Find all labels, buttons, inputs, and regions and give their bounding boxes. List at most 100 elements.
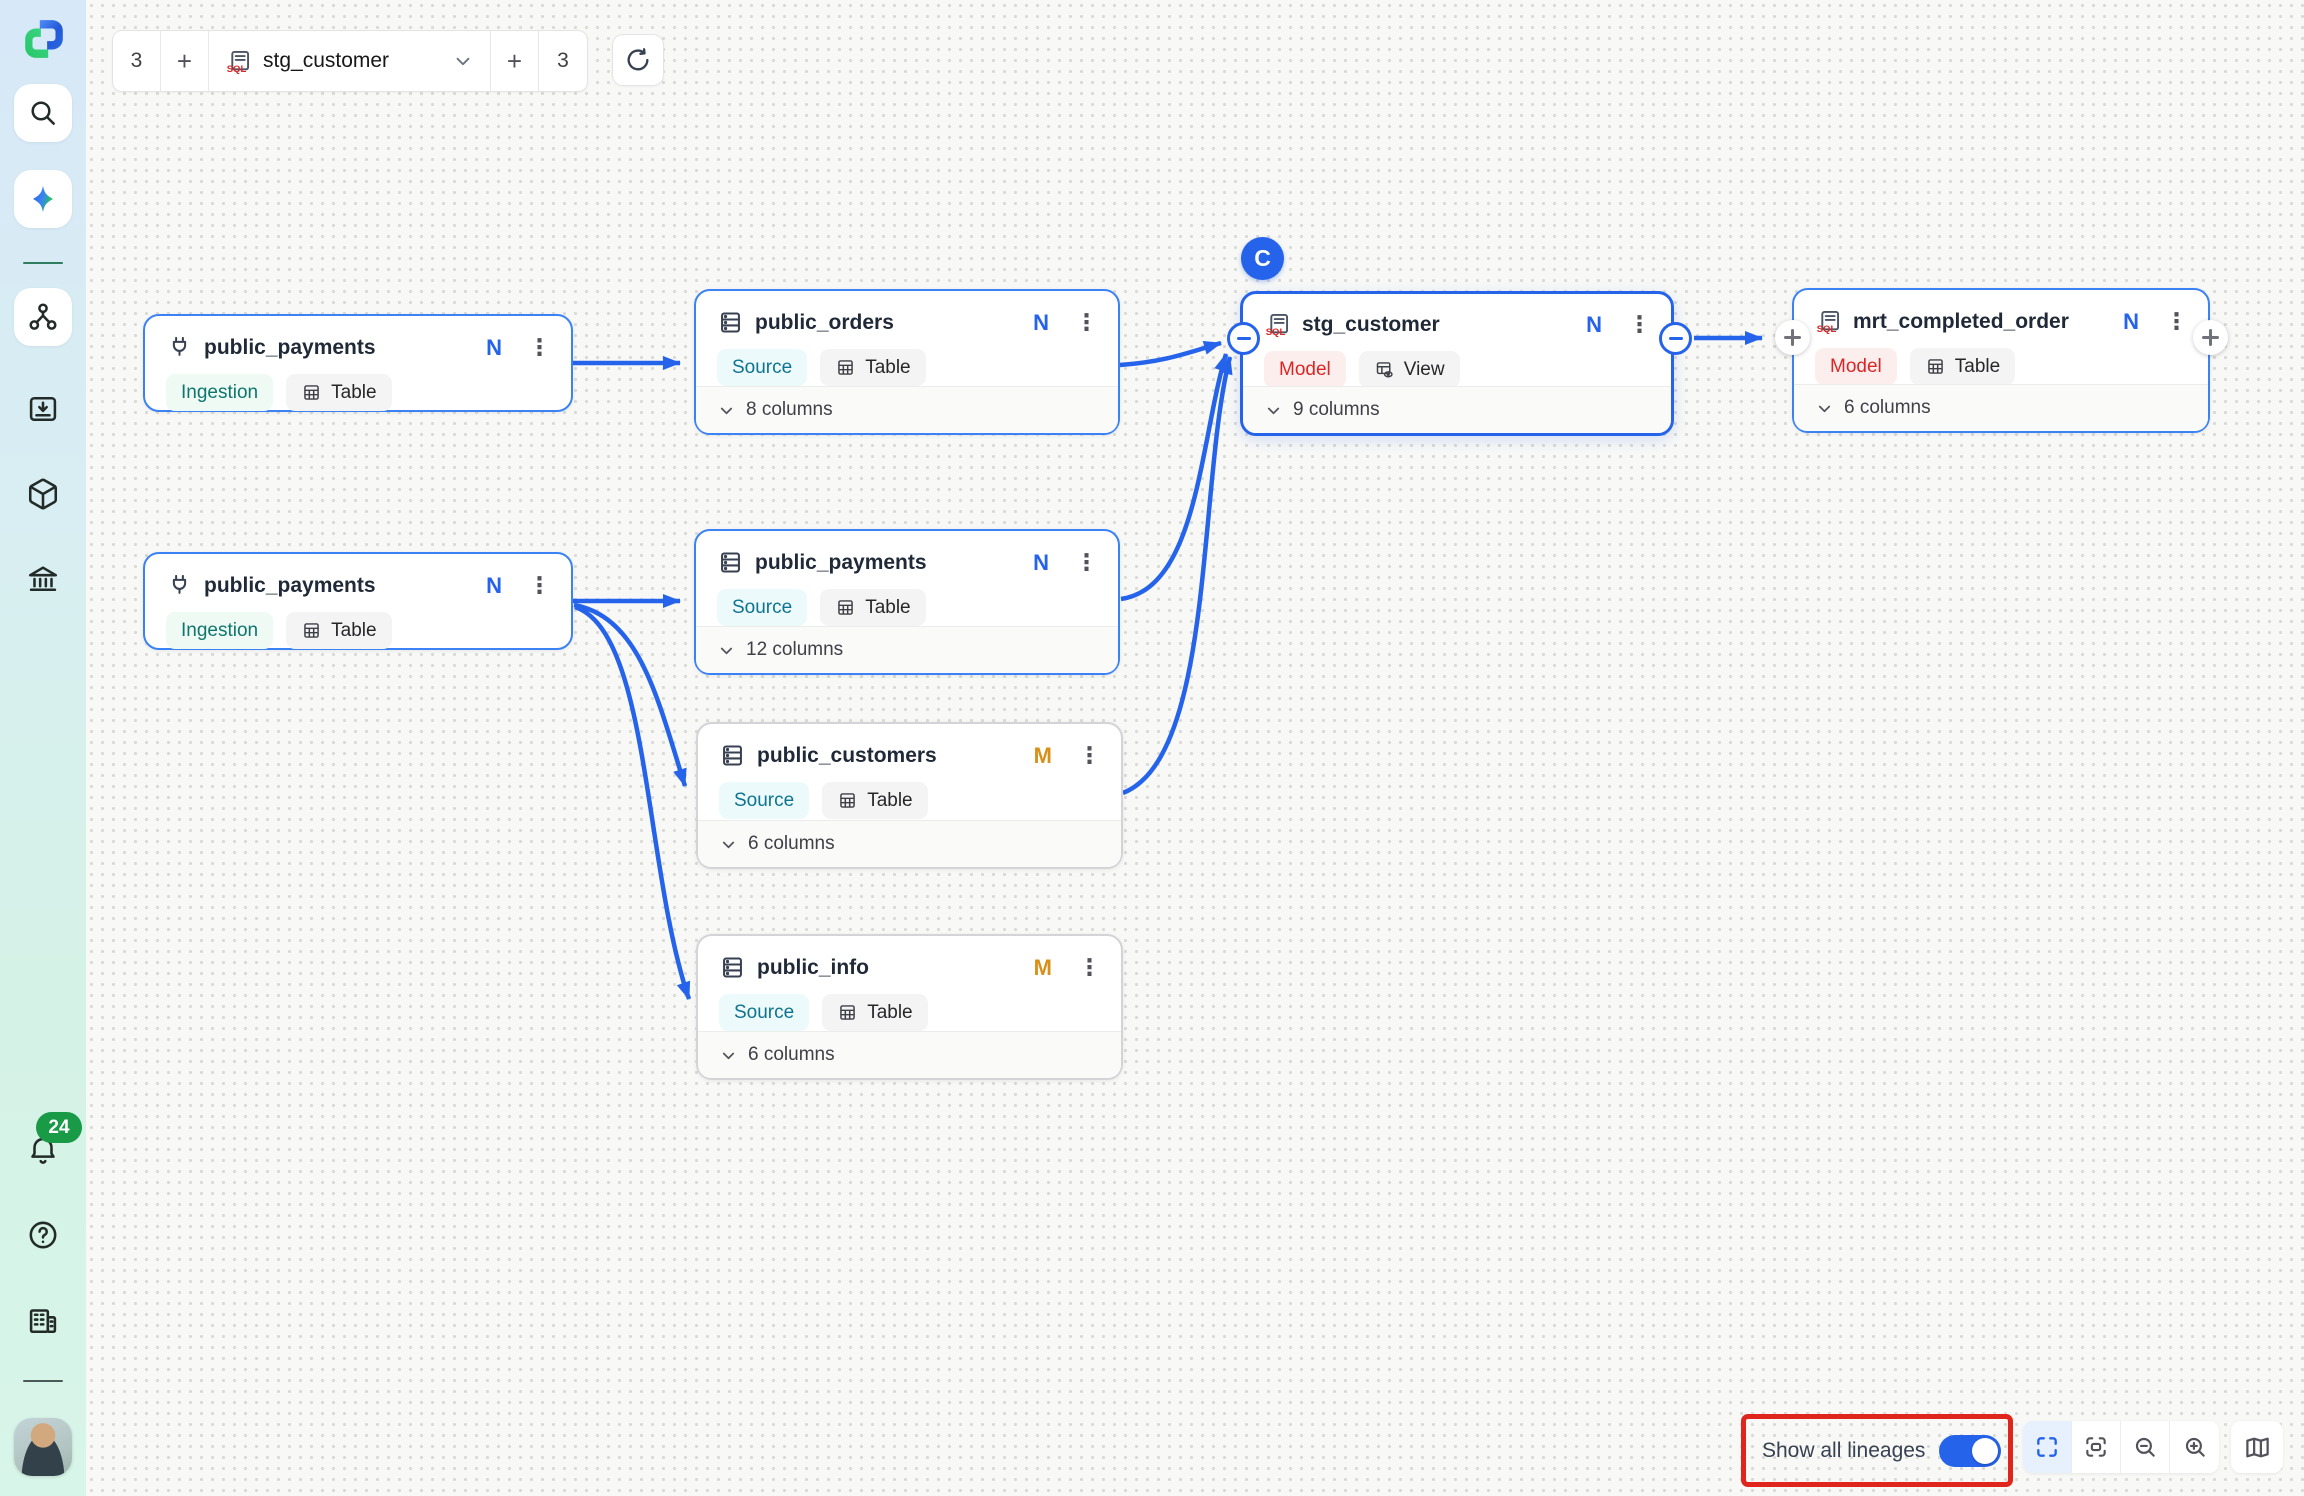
svg-text:SQL: SQL <box>1266 327 1286 338</box>
node-title: public_payments <box>755 550 927 574</box>
columns-expander[interactable]: 6 columns <box>698 1031 1121 1078</box>
show-all-lineages-label: Show all lineages <box>1762 1438 1926 1462</box>
edge-orders-to-stg[interactable] <box>1119 340 1222 368</box>
refresh-button[interactable] <box>612 34 664 86</box>
plug-icon <box>172 336 187 356</box>
node-title: public_info <box>757 955 869 979</box>
columns-expander[interactable]: 9 columns <box>1243 386 1671 433</box>
app-logo-icon[interactable] <box>21 16 67 62</box>
zoom-out-icon <box>2135 1437 2155 1457</box>
kebab-menu-icon[interactable]: ⋮ <box>528 572 551 598</box>
kebab-menu-icon[interactable]: ⋮ <box>1075 549 1098 575</box>
tag-ingestion: Ingestion <box>166 374 274 411</box>
columns-expander[interactable]: 6 columns <box>1794 384 2208 431</box>
zoom-out-button[interactable] <box>2121 1421 2170 1473</box>
upstream-depth-value[interactable]: 3 <box>113 31 161 91</box>
tag-table: Table <box>820 349 926 386</box>
edge-customers-to-stg[interactable] <box>1122 356 1233 796</box>
view-icon <box>1376 362 1393 378</box>
node-public-info[interactable]: public_info M ⋮ Source Table 6 columns <box>696 934 1123 1080</box>
node-title: public_payments <box>204 573 376 597</box>
table-icon <box>840 1005 856 1020</box>
node-selector-dropdown[interactable]: SQL stg_customer <box>209 31 491 91</box>
collapse-upstream-handle[interactable] <box>1227 322 1260 355</box>
table-icon <box>304 623 319 638</box>
node-public-orders[interactable]: public_orders N ⋮ Source Table 8 columns <box>694 289 1120 435</box>
sidebar-item-packages[interactable] <box>22 473 64 515</box>
fit-view-button[interactable] <box>2072 1421 2121 1473</box>
svg-text:SQL: SQL <box>227 64 247 75</box>
node-status-letter: N <box>486 334 502 360</box>
columns-expander[interactable]: 6 columns <box>698 820 1121 867</box>
sidebar-item-lineage[interactable] <box>14 288 72 346</box>
node-mrt-completed-order[interactable]: SQL mrt_completed_order N ⋮ Model Table … <box>1792 288 2210 433</box>
plug-icon <box>172 574 187 594</box>
kebab-menu-icon[interactable]: ⋮ <box>1078 954 1101 980</box>
edge-pp2-to-info[interactable] <box>574 604 692 1000</box>
kebab-menu-icon[interactable]: ⋮ <box>1075 309 1098 335</box>
minimap-button[interactable] <box>2231 1421 2283 1473</box>
user-avatar[interactable] <box>14 1418 72 1476</box>
tag-view: View <box>1358 351 1460 388</box>
kebab-menu-icon[interactable]: ⋮ <box>2165 308 2188 334</box>
sparkle-icon <box>33 185 53 213</box>
kebab-menu-icon[interactable]: ⋮ <box>1628 311 1651 337</box>
sql-model-icon: SQL <box>227 50 250 75</box>
columns-expander[interactable]: 8 columns <box>696 386 1118 433</box>
columns-expander[interactable]: 12 columns <box>696 626 1118 673</box>
database-rows-icon <box>723 745 742 766</box>
expand-downstream-handle[interactable] <box>2193 320 2228 355</box>
refresh-icon <box>627 48 649 71</box>
minus-icon <box>1668 337 1683 340</box>
sidebar-item-imports[interactable] <box>22 388 64 430</box>
node-title: mrt_completed_order <box>1853 309 2069 333</box>
kebab-menu-icon[interactable]: ⋮ <box>528 334 551 360</box>
sidebar-item-warehouse[interactable] <box>22 558 64 600</box>
node-public-payments-source[interactable]: public_payments N ⋮ Source Table 12 colu… <box>694 529 1120 675</box>
node-title: public_orders <box>755 310 894 334</box>
show-all-lineages-toggle[interactable] <box>1939 1434 2002 1467</box>
database-rows-icon <box>723 957 742 978</box>
chevron-down-icon <box>1818 405 1831 412</box>
node-status-letter: N <box>486 572 502 598</box>
lineage-canvas[interactable] <box>86 0 2304 1496</box>
download-tray-icon <box>29 396 57 422</box>
node-title: public_payments <box>204 335 376 359</box>
upstream-depth-increase-button[interactable]: + <box>161 31 209 91</box>
sidebar-item-help[interactable] <box>22 1214 64 1256</box>
sidebar-divider-bottom <box>23 1380 63 1382</box>
lineage-depth-toolbar: 3 + SQL stg_customer + 3 <box>112 30 588 92</box>
tag-source: Source <box>717 349 808 386</box>
node-public-payments-1[interactable]: public_payments N ⋮ Ingestion Table <box>143 314 573 412</box>
collapse-downstream-handle[interactable] <box>1659 322 1692 355</box>
node-stg-customer[interactable]: SQL stg_customer N ⋮ Model View 9 column… <box>1240 291 1674 436</box>
kebab-menu-icon[interactable]: ⋮ <box>1078 742 1101 768</box>
map-icon <box>2245 1437 2269 1457</box>
sidebar-item-organization[interactable] <box>22 1300 64 1342</box>
edge-payments-to-stg[interactable] <box>1120 353 1229 602</box>
downstream-depth-increase-button[interactable]: + <box>491 31 539 91</box>
context-badge: C <box>1241 237 1284 280</box>
fullscreen-button[interactable] <box>2023 1421 2072 1473</box>
node-status-letter: N <box>1033 309 1049 335</box>
node-public-payments-2[interactable]: public_payments N ⋮ Ingestion Table <box>143 552 573 650</box>
sidebar-item-ai-assistant[interactable] <box>14 170 72 228</box>
node-public-customers[interactable]: public_customers M ⋮ Source Table 6 colu… <box>696 722 1123 869</box>
node-status-letter: M <box>1033 954 1052 980</box>
tag-table: Table <box>820 589 926 626</box>
downstream-depth-value[interactable]: 3 <box>557 49 569 72</box>
zoom-in-icon <box>2185 1437 2205 1457</box>
chevron-down-icon <box>720 647 733 654</box>
table-icon <box>840 793 856 808</box>
chevron-down-icon <box>1267 407 1280 414</box>
edge-pp2-to-customers[interactable] <box>573 602 688 787</box>
node-status-letter: N <box>1033 549 1049 575</box>
zoom-in-button[interactable] <box>2170 1421 2219 1473</box>
show-all-lineages-annotation: Show all lineages <box>1741 1414 2013 1487</box>
expand-upstream-handle[interactable] <box>1775 320 1810 355</box>
tag-table: Table <box>286 374 392 411</box>
sidebar-item-search[interactable] <box>14 84 72 142</box>
sql-model-icon: SQL <box>1817 310 1840 335</box>
tag-ingestion: Ingestion <box>166 612 274 649</box>
